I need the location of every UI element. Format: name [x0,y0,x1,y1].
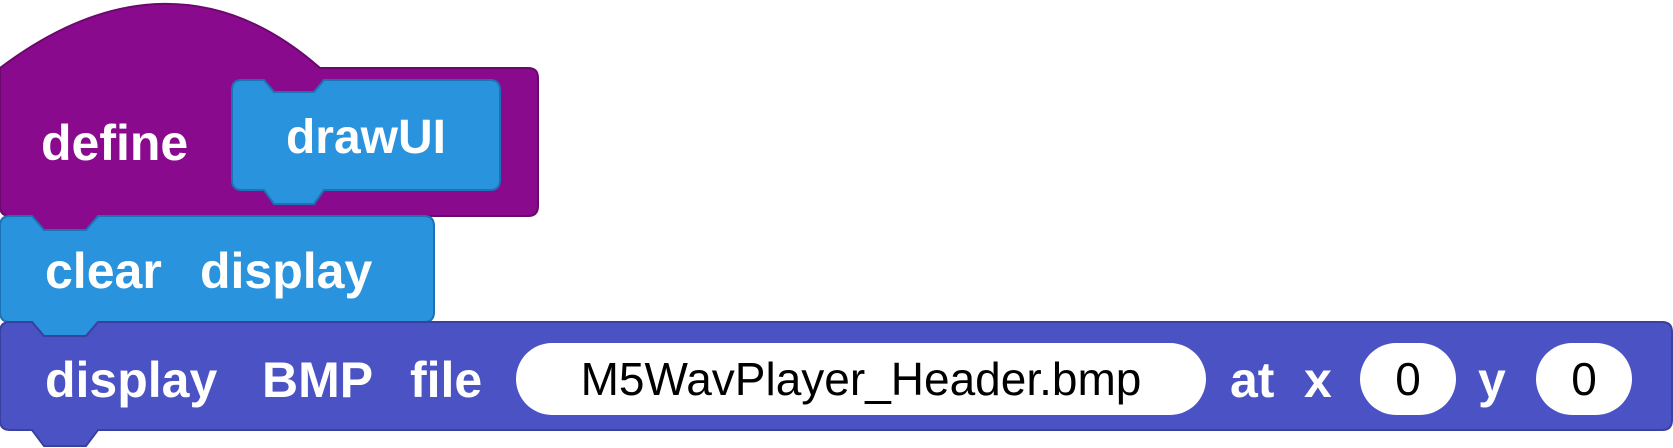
x-value-field[interactable]: 0 [1360,343,1456,415]
function-name-label: drawUI [285,111,447,164]
display-keyword-label: display [45,352,218,408]
define-keyword-label: define [41,115,189,171]
y-label: y [1478,352,1506,408]
file-label: file [410,352,483,408]
at-label: at [1230,352,1275,408]
function-name-block[interactable] [231,79,501,205]
x-label: x [1304,352,1332,408]
y-value-field[interactable]: 0 [1536,343,1632,415]
bmp-label: BMP [262,352,374,408]
filename-field[interactable]: M5WavPlayer_Header.bmp [516,343,1206,415]
display-label: display [200,243,373,299]
clear-label: clear [45,243,162,299]
